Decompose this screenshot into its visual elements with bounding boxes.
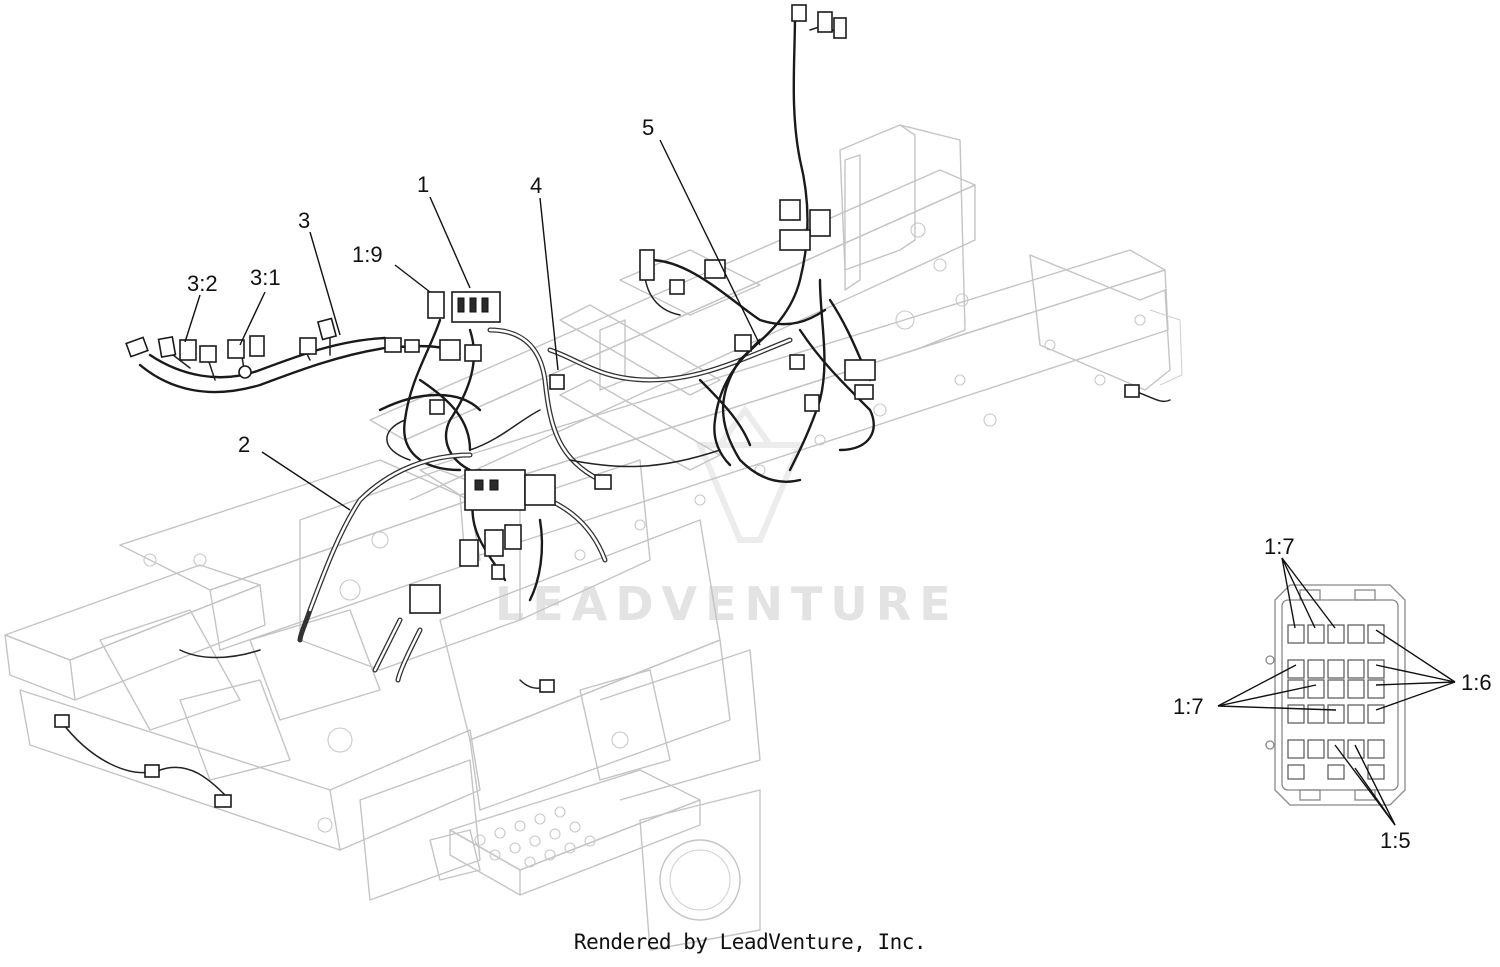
fuse-grid xyxy=(1287,624,1385,780)
connector-3-2 xyxy=(157,335,177,359)
connector-5-b xyxy=(809,209,831,237)
connector-5-h xyxy=(789,354,805,370)
harness-4 xyxy=(487,327,793,490)
callout-fuse-1-5: 1:5 xyxy=(1380,828,1411,853)
connector-5-top xyxy=(791,4,847,39)
callout-fuse-1-7-left: 1:7 xyxy=(1173,694,1204,719)
render-credit: Rendered by LeadVenture, Inc. xyxy=(573,930,927,954)
callout-fuse-1-6: 1:6 xyxy=(1461,670,1492,695)
connector-1-block xyxy=(451,291,501,323)
connector-2-f xyxy=(54,714,70,728)
connector-3-i xyxy=(404,339,420,353)
callout-1: 1 xyxy=(417,172,429,197)
harness-2 xyxy=(54,384,1171,808)
connector-1-a xyxy=(439,339,461,361)
connector-2-e xyxy=(409,584,441,614)
callout-labels: 1 1:9 2 3 3:1 3:2 4 5 1:7 1:7 1:6 1:5 xyxy=(187,115,1492,853)
connector-5-a xyxy=(779,199,801,221)
connector-1-b xyxy=(464,344,482,362)
connector-2-h xyxy=(144,764,160,778)
connector-2-module xyxy=(464,469,556,511)
connector-5-j xyxy=(854,384,874,400)
connector-3-f xyxy=(316,317,338,341)
connector-3-a xyxy=(125,336,149,358)
connector-2-j xyxy=(1124,384,1140,398)
connector-3-d xyxy=(249,335,265,357)
connector-2-i xyxy=(539,679,555,693)
connector-5-c xyxy=(779,229,811,251)
fuse-box-detail xyxy=(1265,584,1406,806)
harness-3 xyxy=(125,317,457,394)
harness-1 xyxy=(378,291,541,472)
callout-3-1: 3:1 xyxy=(250,265,281,290)
callout-3-2: 3:2 xyxy=(187,271,218,296)
connector-3-g xyxy=(238,365,252,379)
connector-1-c xyxy=(429,399,445,415)
connector-3-e xyxy=(299,337,317,355)
callout-5: 5 xyxy=(642,115,654,140)
connector-4-a xyxy=(594,474,612,490)
foot-step-holes xyxy=(474,806,596,868)
connector-2-c xyxy=(504,524,522,550)
connector-4-b xyxy=(549,374,565,390)
connector-1-9 xyxy=(427,291,445,319)
connector-5-f xyxy=(704,259,726,279)
connector-5-i xyxy=(844,359,876,381)
connector-3-h xyxy=(384,337,402,353)
connector-2-a xyxy=(459,539,479,567)
callout-2: 2 xyxy=(238,432,250,457)
callout-4: 4 xyxy=(530,173,542,198)
frame-holes xyxy=(143,222,1146,833)
callout-1-9: 1:9 xyxy=(352,242,383,267)
connector-3-b xyxy=(179,339,197,361)
connector-5-d xyxy=(639,249,655,281)
connector-5-g xyxy=(734,334,752,352)
leader-lines xyxy=(184,139,1456,826)
watermark-text: LEADVENTURE xyxy=(495,577,959,631)
connector-5-e xyxy=(669,279,685,295)
connector-2-g xyxy=(214,794,232,808)
connector-2-b xyxy=(484,529,504,557)
connector-3-c xyxy=(199,345,217,363)
connector-5-k xyxy=(804,394,820,412)
callout-3: 3 xyxy=(298,208,310,233)
callout-fuse-1-7-top: 1:7 xyxy=(1264,534,1295,559)
connector-2-d xyxy=(491,564,505,580)
harness-5 xyxy=(639,4,876,483)
